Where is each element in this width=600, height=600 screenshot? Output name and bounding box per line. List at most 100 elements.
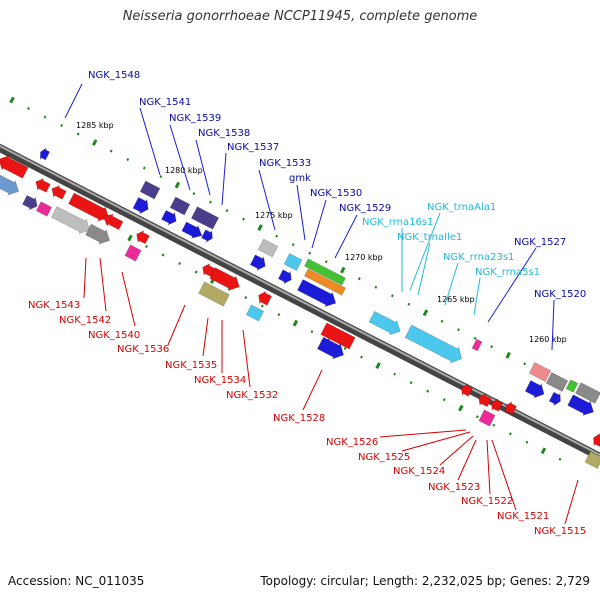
gene-ngk-1537[interactable] xyxy=(181,220,205,242)
scale-dot xyxy=(76,132,80,136)
gene-green-sm[interactable] xyxy=(565,379,579,393)
gene-olive[interactable] xyxy=(198,281,230,307)
scale-dot xyxy=(492,423,496,427)
gene-salmon[interactable] xyxy=(528,362,552,382)
gene-ngk-1548[interactable] xyxy=(37,146,51,161)
gene-grey-dark[interactable] xyxy=(85,222,114,247)
gene-label[interactable]: NGK_1533 xyxy=(259,158,311,169)
gene-label[interactable]: NGK_trnaAla1 xyxy=(427,202,496,213)
gene-blue[interactable] xyxy=(567,393,597,419)
gene-ngk-1538[interactable] xyxy=(190,206,220,230)
gene-arrow[interactable] xyxy=(49,183,67,201)
gene-ngk-1526[interactable] xyxy=(459,382,474,398)
gene-ngk-1544[interactable] xyxy=(0,152,29,180)
gene-ngk-1528[interactable] xyxy=(320,322,356,350)
gene-ngk-1539[interactable] xyxy=(169,196,191,216)
gene-ngk-1524[interactable] xyxy=(489,397,504,413)
gene-ngk-1533[interactable] xyxy=(257,238,279,258)
gene-label[interactable]: NGK_1543 xyxy=(28,300,80,311)
bottom-strand-labels: NGK_1543 NGK_1542 NGK_1540 NGK_1536 NGK_… xyxy=(28,300,586,537)
scale-dot xyxy=(127,234,133,242)
gene-ngk-1542[interactable] xyxy=(100,211,124,232)
gene-label[interactable]: NGK_1538 xyxy=(198,128,250,139)
scale-dot xyxy=(407,302,411,306)
gene-ngk-1525[interactable] xyxy=(476,391,493,408)
gene-arrow[interactable] xyxy=(33,176,51,194)
gene-label[interactable]: NGK_trnaIle1 xyxy=(397,232,462,243)
scale-dot xyxy=(357,277,361,281)
gene-ngk-1523[interactable] xyxy=(503,400,518,416)
gene-grey[interactable] xyxy=(51,205,94,238)
scale-dot xyxy=(209,200,212,204)
gene-label[interactable]: NGK_rrna16s1 xyxy=(362,217,433,228)
gene-label[interactable]: NGK_1529 xyxy=(339,203,391,214)
gene-cyan-sm[interactable] xyxy=(245,304,265,322)
scale-dot xyxy=(375,362,381,369)
gene-rrna5s1[interactable] xyxy=(471,338,483,352)
gene-ngk-1536[interactable] xyxy=(124,244,142,262)
gene-label[interactable]: NGK_1548 xyxy=(88,70,140,81)
scale-dot xyxy=(508,432,512,436)
gene-label[interactable]: NGK_1540 xyxy=(88,330,140,341)
gene-ngk-1535[interactable] xyxy=(200,261,217,278)
gene-label[interactable]: NGK_1525 xyxy=(358,452,410,463)
gene-label[interactable]: NGK_rrna23s1 xyxy=(443,252,514,263)
gene-label[interactable]: NGK_1536 xyxy=(117,344,169,355)
scale-dot xyxy=(440,319,444,323)
gene-magenta[interactable] xyxy=(35,201,53,217)
gene-label[interactable]: NGK_1523 xyxy=(428,482,480,493)
gene-label[interactable]: NGK_1526 xyxy=(326,437,378,448)
scale-dot xyxy=(374,285,378,289)
gene-label[interactable]: NGK_1527 xyxy=(514,237,566,248)
gene-blue-sm[interactable] xyxy=(201,228,216,244)
gene-ngk-1543[interactable] xyxy=(68,191,113,224)
gene-ngk-1530[interactable] xyxy=(277,268,294,286)
gene-green[interactable] xyxy=(304,258,346,286)
gene-label[interactable]: NGK_rrna5s1 xyxy=(475,267,540,278)
gene-label[interactable]: NGK_1541 xyxy=(139,97,191,108)
gene-label[interactable]: NGK_1520 xyxy=(534,289,586,300)
scale-dot xyxy=(457,328,460,332)
gene-label[interactable]: NGK_1537 xyxy=(227,142,279,153)
gene-ngk-1520[interactable] xyxy=(524,379,547,401)
gene-orange[interactable] xyxy=(304,268,346,296)
gene-label[interactable]: NGK_1515 xyxy=(534,526,586,537)
gene-blue[interactable] xyxy=(317,335,348,362)
gene-label[interactable]: NGK_1532 xyxy=(226,390,278,401)
gene-blue[interactable] xyxy=(161,209,180,228)
gene-label[interactable]: NGK_1530 xyxy=(310,188,362,199)
gene-gmk[interactable] xyxy=(249,253,268,273)
gene-cyan[interactable] xyxy=(283,253,303,271)
gene-grey[interactable] xyxy=(545,372,569,392)
gene-label[interactable]: NGK_1539 xyxy=(169,113,221,124)
gene-label[interactable]: NGK_1534 xyxy=(194,375,246,386)
gene-label[interactable]: NGK_1521 xyxy=(497,511,549,522)
gene-label[interactable]: NGK_1535 xyxy=(165,360,217,371)
gene-blue[interactable] xyxy=(132,196,152,217)
gene-navy[interactable] xyxy=(22,194,41,213)
gene-olive[interactable] xyxy=(584,451,600,469)
gene-blue-sm[interactable] xyxy=(548,390,563,407)
gene-rrna16s1[interactable] xyxy=(368,310,404,339)
gene-label[interactable]: NGK_1528 xyxy=(273,413,325,424)
scale-track-lower xyxy=(127,234,562,461)
gene-rrna23s1[interactable] xyxy=(404,323,466,366)
gene-ngk-1522[interactable] xyxy=(478,409,496,427)
gene-label[interactable]: gmk xyxy=(289,173,311,184)
gene-ngk-1540[interactable] xyxy=(134,228,151,245)
scale-dot xyxy=(340,266,346,274)
genome-summary: Topology: circular; Length: 2,232,025 bp… xyxy=(260,574,590,588)
scale-dot xyxy=(27,106,30,111)
gene-ngk-1529[interactable] xyxy=(297,278,340,311)
gene-ngk-1532[interactable] xyxy=(255,289,273,307)
gene-label[interactable]: NGK_1542 xyxy=(59,315,111,326)
gene-label[interactable]: NGK_1524 xyxy=(393,466,445,477)
gene-ngk-1541[interactable] xyxy=(139,180,161,200)
gene-grey[interactable] xyxy=(575,382,600,404)
gene-steel[interactable] xyxy=(0,173,22,198)
gene-label[interactable]: NGK_1522 xyxy=(461,496,513,507)
scale-dot xyxy=(409,381,413,385)
gene-ngk-1515[interactable] xyxy=(590,431,600,448)
scale-dot xyxy=(60,124,64,128)
gene-ngk-1534[interactable] xyxy=(209,266,243,294)
